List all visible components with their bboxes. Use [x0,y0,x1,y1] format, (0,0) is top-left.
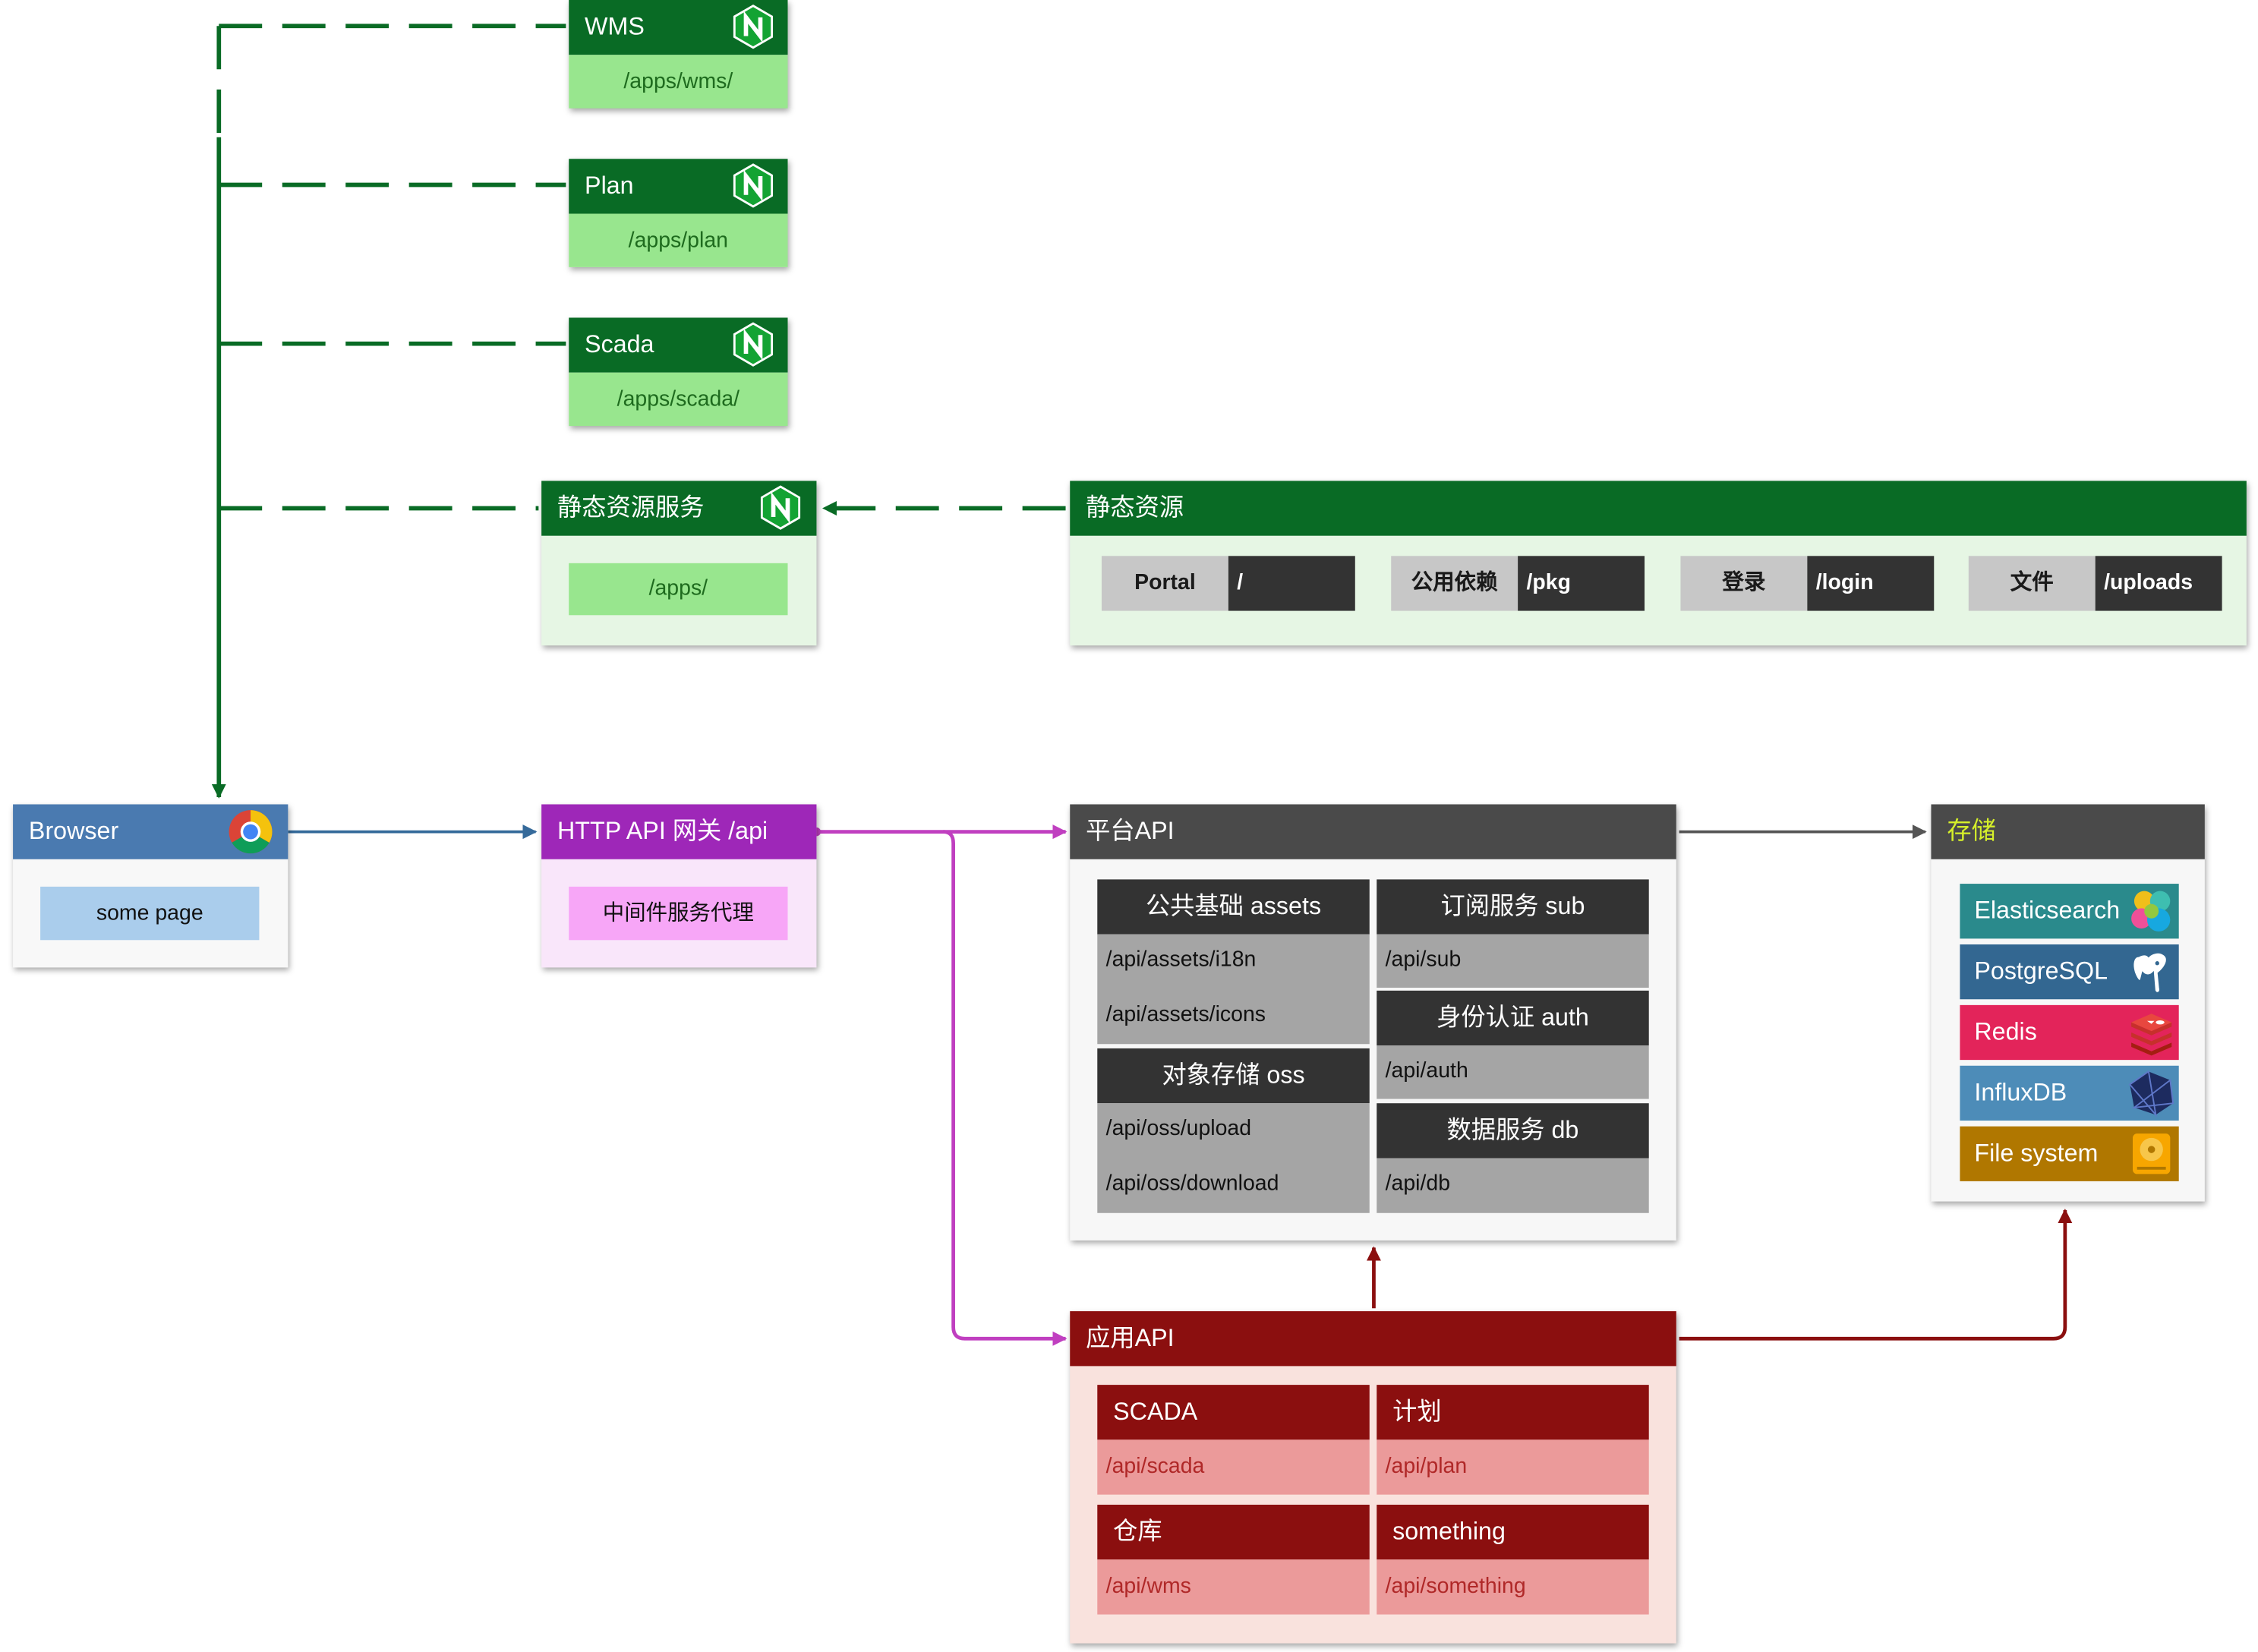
static-service-path: /apps/ [569,563,788,616]
app-api-title: 应用API [1070,1311,1676,1367]
hard-disk-icon [2127,1129,2175,1178]
resource-chip[interactable]: 登录 /login [1680,556,1935,611]
module-scada-title: SCADA [1097,1385,1370,1440]
app-path: /apps/wms/ [569,55,788,109]
module-wms-title: 仓库 [1097,1504,1370,1560]
app-api-box[interactable]: 应用API SCADA /api/scada 计划 /api/plan 仓库 /… [1070,1311,1676,1644]
module-something-path: /api/something [1377,1559,1649,1615]
resource-chip[interactable]: Portal / [1101,556,1355,611]
module-sub-paths: /api/sub [1377,934,1649,988]
resource-path: / [1228,556,1355,611]
module-auth-paths: /api/auth [1377,1045,1649,1099]
api-path: /api/assets/icons [1105,1002,1266,1027]
storage-label: Elasticsearch [1974,897,2121,925]
module-plan-path: /api/plan [1377,1439,1649,1495]
api-path: /api/db [1385,1171,1451,1196]
resource-path: /pkg [1518,556,1645,611]
storage-label: InfluxDB [1974,1078,2067,1107]
nginx-icon [733,322,774,367]
gateway-title: HTTP API 网关 /api [541,804,817,859]
api-path: /api/assets/i18n [1105,947,1257,973]
storage-elasticsearch[interactable]: Elasticsearch [1960,884,2179,939]
module-oss-title: 对象存储 oss [1097,1048,1370,1104]
static-resources-title: 静态资源 [1070,481,2247,536]
storage-influxdb[interactable]: InfluxDB [1960,1065,2179,1121]
chrome-icon [228,809,274,855]
app-to-storage [1679,1209,2073,1341]
browser-box[interactable]: Browser some page [13,804,289,968]
platform-api-box[interactable]: 平台API 公共基础 assets /api/assets/i18n /api/… [1070,804,1676,1241]
storage-postgresql[interactable]: PostgreSQL [1960,944,2179,1000]
static-service-box[interactable]: 静态资源服务 /apps/ [541,481,817,646]
storage-label: Redis [1974,1017,2037,1046]
storage-file-system[interactable]: File system [1960,1126,2179,1181]
storage-redis[interactable]: Redis [1960,1004,2179,1061]
app-path: /apps/scada/ [569,372,788,427]
elasticsearch-icon [2127,887,2175,936]
redis-icon [2127,1008,2175,1058]
resource-name: 文件 [1968,556,2096,611]
platform-api-title: 平台API [1070,804,1676,859]
nginx-icon [733,4,774,49]
nginx-icon [733,163,774,208]
api-path: /api/oss/upload [1105,1116,1252,1141]
module-scada-path: /api/scada [1097,1439,1370,1495]
storage-box[interactable]: 存储 Elasticsearch PostgreSQL Redis Influx… [1931,804,2205,1202]
module-oss-paths: /api/oss/upload /api/oss/download [1097,1103,1370,1213]
module-db-title: 数据服务 db [1377,1103,1649,1159]
resource-path: /uploads [2095,556,2222,611]
resource-name: 公用依赖 [1391,556,1518,611]
storage-label: PostgreSQL [1974,957,2108,985]
resource-name: Portal [1101,556,1228,611]
influxdb-icon [2127,1069,2175,1118]
module-something-title: something [1377,1504,1649,1560]
resource-path: /login [1807,556,1935,611]
module-auth-title: 身份认证 auth [1377,990,1649,1046]
nginx-app-wms[interactable]: WMS /apps/wms/ [569,0,788,109]
gateway-subtitle: 中间件服务代理 [569,886,788,941]
nginx-app-plan[interactable]: Plan /apps/plan [569,159,788,267]
resource-chip[interactable]: 公用依赖 /pkg [1391,556,1645,611]
resource-chip[interactable]: 文件 /uploads [1968,556,2222,611]
api-path: /api/oss/download [1105,1171,1279,1196]
module-db-paths: /api/db [1377,1158,1649,1213]
postgresql-icon [2127,947,2175,997]
page-label: some page [40,886,260,941]
nginx-icon [760,485,801,530]
api-path: /api/auth [1385,1058,1468,1083]
module-sub-title: 订阅服务 sub [1377,879,1649,935]
static-resources-box[interactable]: 静态资源 Portal / 公用依赖 /pkg 登录 /login 文件 /up… [1070,481,2247,646]
gateway-to-app [943,830,1068,1346]
resource-name: 登录 [1680,556,1808,611]
module-assets-title: 公共基础 assets [1097,879,1370,935]
app-path: /apps/plan [569,213,788,267]
nginx-app-scada[interactable]: Scada /apps/scada/ [569,317,788,427]
module-plan-title: 计划 [1377,1385,1649,1440]
storage-label: File system [1974,1139,2099,1167]
module-wms-path: /api/wms [1097,1559,1370,1615]
api-gateway-box[interactable]: HTTP API 网关 /api 中间件服务代理 [541,804,817,968]
module-assets-paths: /api/assets/i18n /api/assets/icons [1097,934,1370,1045]
storage-title: 存储 [1931,804,2205,859]
api-path: /api/sub [1385,947,1462,973]
